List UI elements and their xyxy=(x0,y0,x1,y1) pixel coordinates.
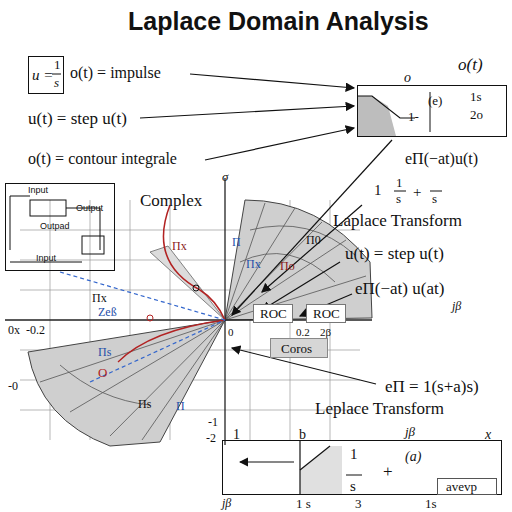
formula-text: u(t) = step u(t) xyxy=(28,110,127,129)
fraction-bar xyxy=(346,475,362,476)
axis-label: jβ xyxy=(452,300,461,313)
pole-label: Πs xyxy=(138,398,151,411)
formula-text: eΠ = 1(s+a)s) xyxy=(385,378,479,397)
axis-tick: 0x xyxy=(8,324,20,337)
roc-box: ROC xyxy=(253,304,293,323)
node-text: s xyxy=(54,76,59,90)
axis-tick: -2 xyxy=(206,432,216,445)
label-box: Coros xyxy=(270,338,328,358)
node-text: ROC xyxy=(313,307,340,321)
node-text: u = xyxy=(32,67,53,84)
pole-marker xyxy=(147,315,153,321)
formula-text: s xyxy=(432,192,437,206)
pole-label: Πx xyxy=(246,258,261,271)
formula-text: 1 xyxy=(374,182,382,199)
block-diagram: InputOutputOutpadInput xyxy=(5,183,115,271)
pole-trajectory xyxy=(118,320,225,362)
heading-text: Leplace Transform xyxy=(315,400,444,419)
roc-sliver xyxy=(150,246,225,320)
node-text: b xyxy=(299,427,306,442)
formula-text: s xyxy=(396,192,401,206)
zero-label: Zeß xyxy=(98,306,117,319)
plot-box: 1bjβx1s+(a)avevp xyxy=(222,440,502,495)
node-text: jβ xyxy=(405,425,415,439)
pole-label: Π0 xyxy=(306,234,321,247)
axis-tick: 3 xyxy=(355,497,362,511)
plot-curve xyxy=(300,446,330,470)
node-text: (a) xyxy=(405,449,421,464)
node-text: (e) xyxy=(428,94,442,108)
axis-label: σ xyxy=(222,170,228,184)
imag-axis xyxy=(224,178,225,445)
axis-tick: -0 xyxy=(8,380,18,393)
node-text: 2o xyxy=(470,108,483,122)
pole-label: Πs xyxy=(98,346,111,359)
node-text: Input xyxy=(36,254,56,264)
leader-arrow xyxy=(240,461,294,462)
node-text: Coros xyxy=(281,342,312,356)
node-text: 1s xyxy=(470,90,482,104)
pole-label: Πx xyxy=(172,240,187,253)
zero-line xyxy=(60,272,225,382)
node-text: x xyxy=(485,427,491,442)
formula-text: u(t) = step u(t) xyxy=(345,245,444,264)
plot-curve xyxy=(357,96,415,118)
formula-text: eΠ(−at) u(at) xyxy=(355,280,444,299)
node-text: Outpad xyxy=(40,222,70,232)
block-wiring xyxy=(10,196,104,262)
axis-tick: 0 xyxy=(228,326,234,338)
node-text: + xyxy=(383,463,393,482)
plane-title: Complex xyxy=(140,192,202,211)
axis-tick: 1 s xyxy=(296,497,311,511)
node-text: o xyxy=(404,70,411,85)
node-text: s xyxy=(350,478,356,495)
node-text: 1 xyxy=(350,446,358,463)
axis-tick: -0.2 xyxy=(26,324,45,337)
pole-marker xyxy=(193,285,199,291)
pole-label: Πo xyxy=(280,260,295,273)
formula-box: u =1 s xyxy=(28,56,64,94)
axis-label: jβ xyxy=(222,497,231,510)
pole-label: O xyxy=(98,366,107,380)
label-box: avevp xyxy=(437,478,497,495)
roc-box: ROC xyxy=(306,304,346,323)
formula-text: + xyxy=(413,184,421,201)
formula-text: o(t) = contour integrale xyxy=(28,150,177,168)
axis-tick: 2β xyxy=(320,326,331,338)
formula-text: eΠ(−at)u(t) xyxy=(405,150,478,168)
plot-fill xyxy=(357,96,396,136)
formula-text: 1 xyxy=(396,176,403,190)
roc-fan xyxy=(28,320,225,446)
axis-tick: 1s xyxy=(425,497,437,511)
node-text: 1- xyxy=(408,110,419,124)
pole-trajectory xyxy=(163,205,225,320)
axis-tick: -1 xyxy=(208,416,218,429)
node-text: Output xyxy=(76,204,103,214)
heading-text: Laplace Transform xyxy=(333,212,462,231)
node-text: 1 xyxy=(233,427,240,442)
pole-label: Π xyxy=(232,236,241,249)
plot-axis xyxy=(299,441,300,494)
node-text: avevp xyxy=(446,480,477,494)
plot-box: oo(t)(e)1s2o1- xyxy=(357,85,507,137)
formula-text: o(t) = impulse xyxy=(70,64,161,82)
fan-rays xyxy=(40,320,225,440)
pole-label: Πx xyxy=(92,292,107,305)
node-text: o(t) xyxy=(458,56,483,75)
diagram-title: Laplace Domain Analysis xyxy=(128,8,429,36)
axis-tick: 0.2 xyxy=(296,326,310,338)
node-text: Input xyxy=(28,186,48,196)
node-text: ROC xyxy=(260,307,287,321)
node-text: 1 xyxy=(54,58,61,72)
pole-label: Π xyxy=(176,400,185,413)
plot-fill xyxy=(300,446,342,494)
